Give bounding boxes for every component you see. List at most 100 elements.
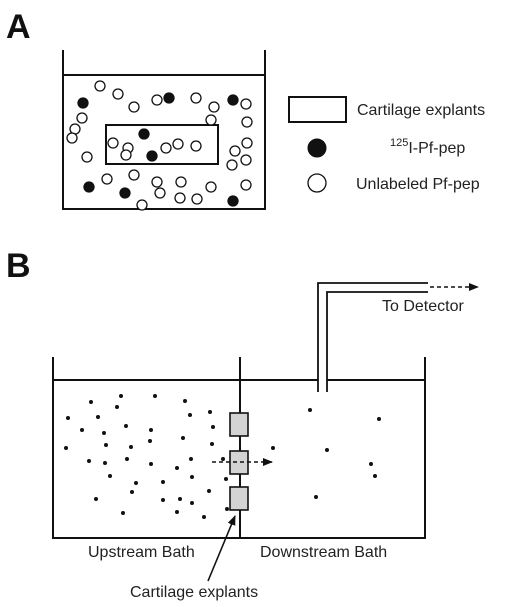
peptide-dot: [308, 408, 312, 412]
labeled-particle: [227, 195, 239, 207]
unlabeled-particle: [208, 101, 220, 113]
unlabeled-particle: [66, 132, 78, 144]
peptide-dot: [175, 510, 179, 514]
legend-labeled-superscript: 125: [390, 137, 408, 149]
peptide-dot: [102, 431, 106, 435]
unlabeled-particle: [76, 112, 88, 124]
downstream-bath-label: Downstream Bath: [260, 544, 387, 561]
legend-unlabeled-label: Unlabeled Pf-pep: [356, 176, 480, 193]
peptide-dot: [66, 416, 70, 420]
unlabeled-particle: [205, 181, 217, 193]
detector-tube: [317, 282, 428, 392]
cartilage-explants-label: Cartilage explants: [130, 584, 258, 601]
explant-middle: [229, 450, 249, 475]
peptide-dot: [148, 439, 152, 443]
peptide-dot: [153, 394, 157, 398]
unlabeled-particle: [174, 192, 186, 204]
legend-explants-label: Cartilage explants: [357, 102, 485, 119]
peptide-dot: [221, 457, 225, 461]
peptide-dot: [121, 511, 125, 515]
labeled-particle: [83, 181, 95, 193]
peptide-dot: [175, 466, 179, 470]
peptide-dot: [181, 436, 185, 440]
to-detector-label: To Detector: [382, 298, 464, 315]
panel-a-legend: Cartilage explants 125I-Pf-pep Unlabeled…: [288, 96, 485, 193]
panel-a-particles: [66, 80, 253, 211]
peptide-dot: [183, 399, 187, 403]
unlabeled-particle: [205, 114, 217, 126]
panel-b: B To Detector Upstream Bath Downstream B…: [6, 247, 479, 601]
peptide-dot: [108, 474, 112, 478]
unlabeled-particle: [160, 142, 172, 154]
peptide-dot: [87, 459, 91, 463]
unlabeled-particle: [128, 101, 140, 113]
peptide-dot: [207, 489, 211, 493]
peptide-dot: [64, 446, 68, 450]
explant-bottom: [229, 486, 249, 511]
labeled-particle: [138, 128, 150, 140]
unlabeled-particle: [151, 94, 163, 106]
unlabeled-particle: [190, 92, 202, 104]
unlabeled-particle: [240, 154, 252, 166]
unlabeled-particle: [107, 137, 119, 149]
legend-labeled-label: 125I-Pf-pep: [390, 137, 465, 157]
panel-b-explants: [229, 412, 249, 511]
unlabeled-particle: [240, 179, 252, 191]
panel-a-letter: A: [6, 8, 31, 46]
unlabeled-particle: [101, 173, 113, 185]
unlabeled-particle: [241, 137, 253, 149]
unlabeled-particle: [128, 169, 140, 181]
unlabeled-particle: [191, 193, 203, 205]
peptide-dot: [149, 462, 153, 466]
peptide-dot: [134, 481, 138, 485]
unlabeled-particle: [190, 140, 202, 152]
explants-pointer-arrow: [207, 515, 236, 582]
unlabeled-particle: [175, 176, 187, 188]
peptide-dot: [211, 425, 215, 429]
legend-labeled-text: I-Pf-pep: [408, 140, 465, 157]
unlabeled-particle: [172, 138, 184, 150]
unlabeled-particle: [154, 187, 166, 199]
peptide-dot: [130, 490, 134, 494]
peptide-dot: [325, 448, 329, 452]
panel-a: A Cartilage explants 125I-Pf-pep Unlabel…: [6, 8, 485, 211]
panel-a-explant: [105, 124, 219, 165]
explant-top: [229, 412, 249, 437]
peptide-dot: [208, 410, 212, 414]
unlabeled-particle: [226, 159, 238, 171]
labeled-particle: [227, 94, 239, 106]
peptide-dot: [189, 457, 193, 461]
peptide-dot: [96, 415, 100, 419]
panel-a-container: [62, 50, 266, 210]
unlabeled-particle: [81, 151, 93, 163]
panel-b-particles: [64, 394, 381, 519]
peptide-dot: [377, 417, 381, 421]
peptide-dot: [190, 501, 194, 505]
labeled-particle: [163, 92, 175, 104]
peptide-dot: [80, 428, 84, 432]
peptide-dot: [161, 498, 165, 502]
peptide-dot: [369, 462, 373, 466]
peptide-dot: [94, 497, 98, 501]
unlabeled-particle: [151, 176, 163, 188]
peptide-dot: [373, 474, 377, 478]
unlabeled-particle: [94, 80, 106, 92]
peptide-dot: [124, 424, 128, 428]
peptide-dot: [115, 405, 119, 409]
unlabeled-particle: [241, 116, 253, 128]
peptide-dot: [188, 413, 192, 417]
peptide-dot: [224, 477, 228, 481]
peptide-dot: [129, 445, 133, 449]
unlabeled-particle: [112, 88, 124, 100]
peptide-dot: [314, 495, 318, 499]
peptide-dot: [210, 442, 214, 446]
peptide-dot: [125, 457, 129, 461]
unlabeled-particle: [120, 149, 132, 161]
peptide-dot: [149, 428, 153, 432]
peptide-dot: [271, 446, 275, 450]
unlabeled-particle: [240, 98, 252, 110]
legend-labeled-swatch: [307, 138, 327, 158]
peptide-dot: [190, 475, 194, 479]
peptide-dot: [202, 515, 206, 519]
